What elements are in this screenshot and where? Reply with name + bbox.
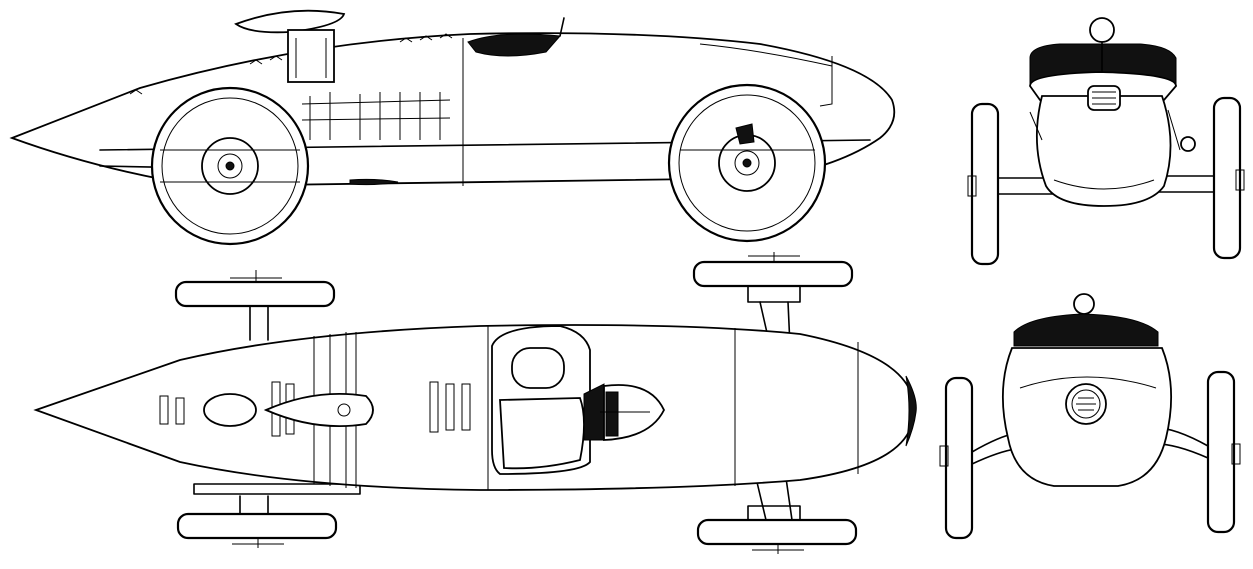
top-filler-cap <box>203 393 257 427</box>
top-front-wheels <box>692 252 858 554</box>
side-front-wheel <box>667 83 827 243</box>
top-air-intake <box>263 392 374 428</box>
top-view <box>33 252 917 554</box>
top-cockpit <box>491 325 665 475</box>
rear-view <box>939 293 1241 540</box>
front-body <box>1035 95 1172 207</box>
side-air-intake <box>234 9 346 83</box>
side-louvres <box>301 92 451 140</box>
side-cockpit <box>467 33 562 57</box>
front-view <box>967 17 1245 266</box>
side-rear-wheel <box>150 86 310 246</box>
top-rear-wheels <box>174 270 361 548</box>
side-view <box>9 9 896 246</box>
